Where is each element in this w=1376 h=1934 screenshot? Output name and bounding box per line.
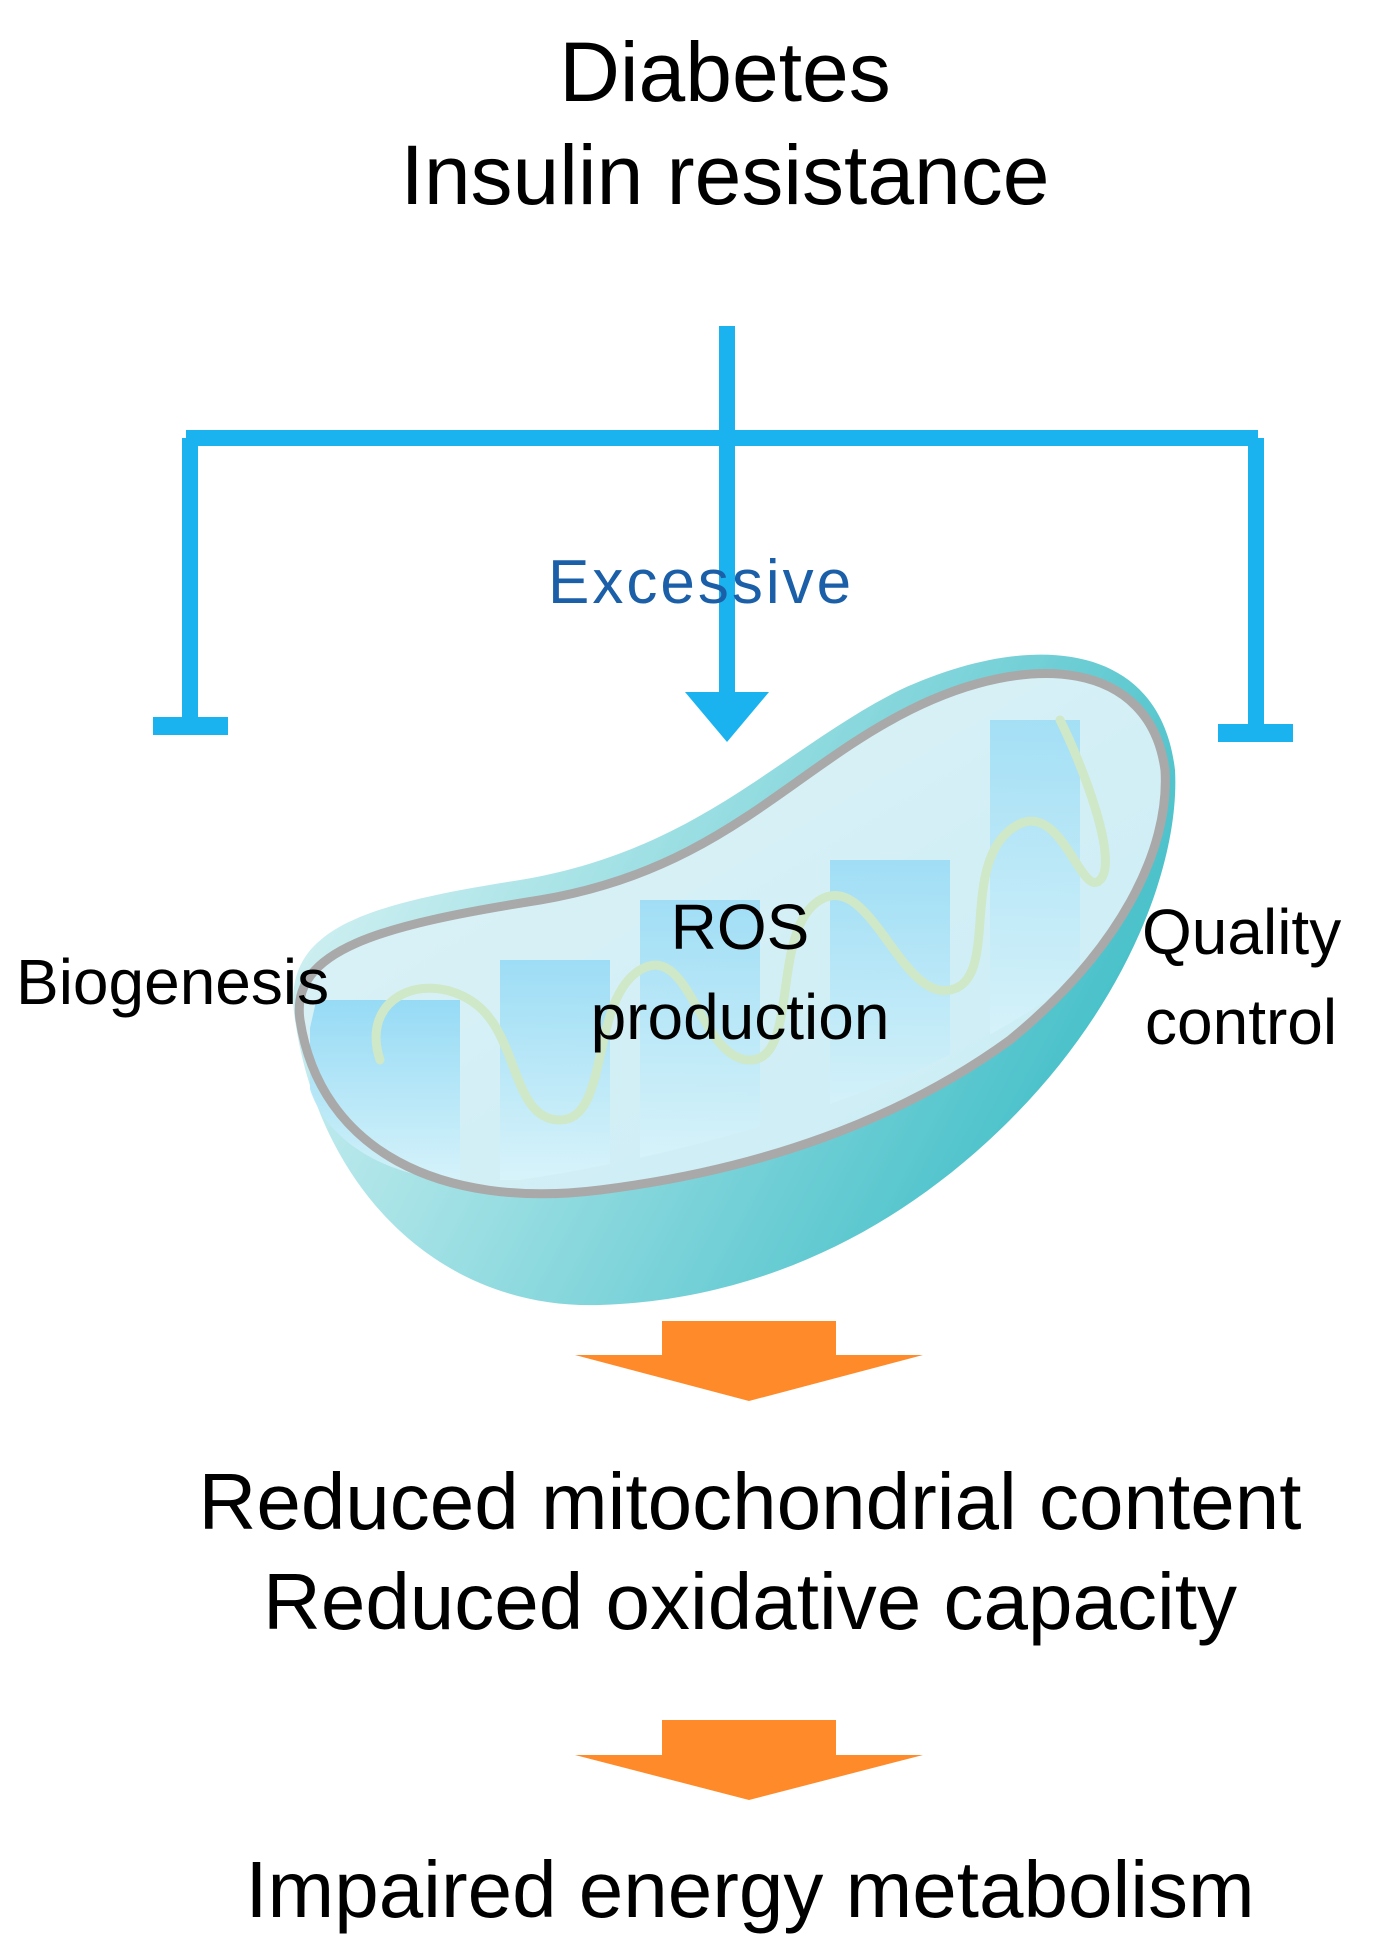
orange-arrow-to-reduced — [575, 1321, 923, 1401]
inner-membrane-folds — [371, 715, 1110, 1125]
reduced-oxidative-capacity: Reduced oxidative capacity — [263, 1557, 1237, 1646]
quality-label: Quality — [1142, 896, 1342, 968]
outer-membrane-outline — [294, 669, 1170, 1199]
control-label: control — [1145, 986, 1338, 1058]
ros-label: ROS — [670, 891, 810, 963]
inhibition-bracket — [153, 326, 1293, 742]
excessive-label: Excessive — [548, 548, 855, 617]
orange-arrow-to-impaired — [575, 1720, 923, 1800]
header-diabetes: Diabetes — [559, 25, 891, 119]
biogenesis-label: Biogenesis — [16, 946, 330, 1018]
mitochondrion-illustration — [293, 654, 1176, 1306]
impaired-energy-metabolism: Impaired energy metabolism — [245, 1845, 1255, 1934]
central-arrow-head — [685, 692, 769, 742]
production-label: production — [590, 981, 890, 1053]
header-insulin-resistance: Insulin resistance — [400, 128, 1050, 222]
reduced-mitochondrial-content: Reduced mitochondrial content — [198, 1457, 1302, 1546]
